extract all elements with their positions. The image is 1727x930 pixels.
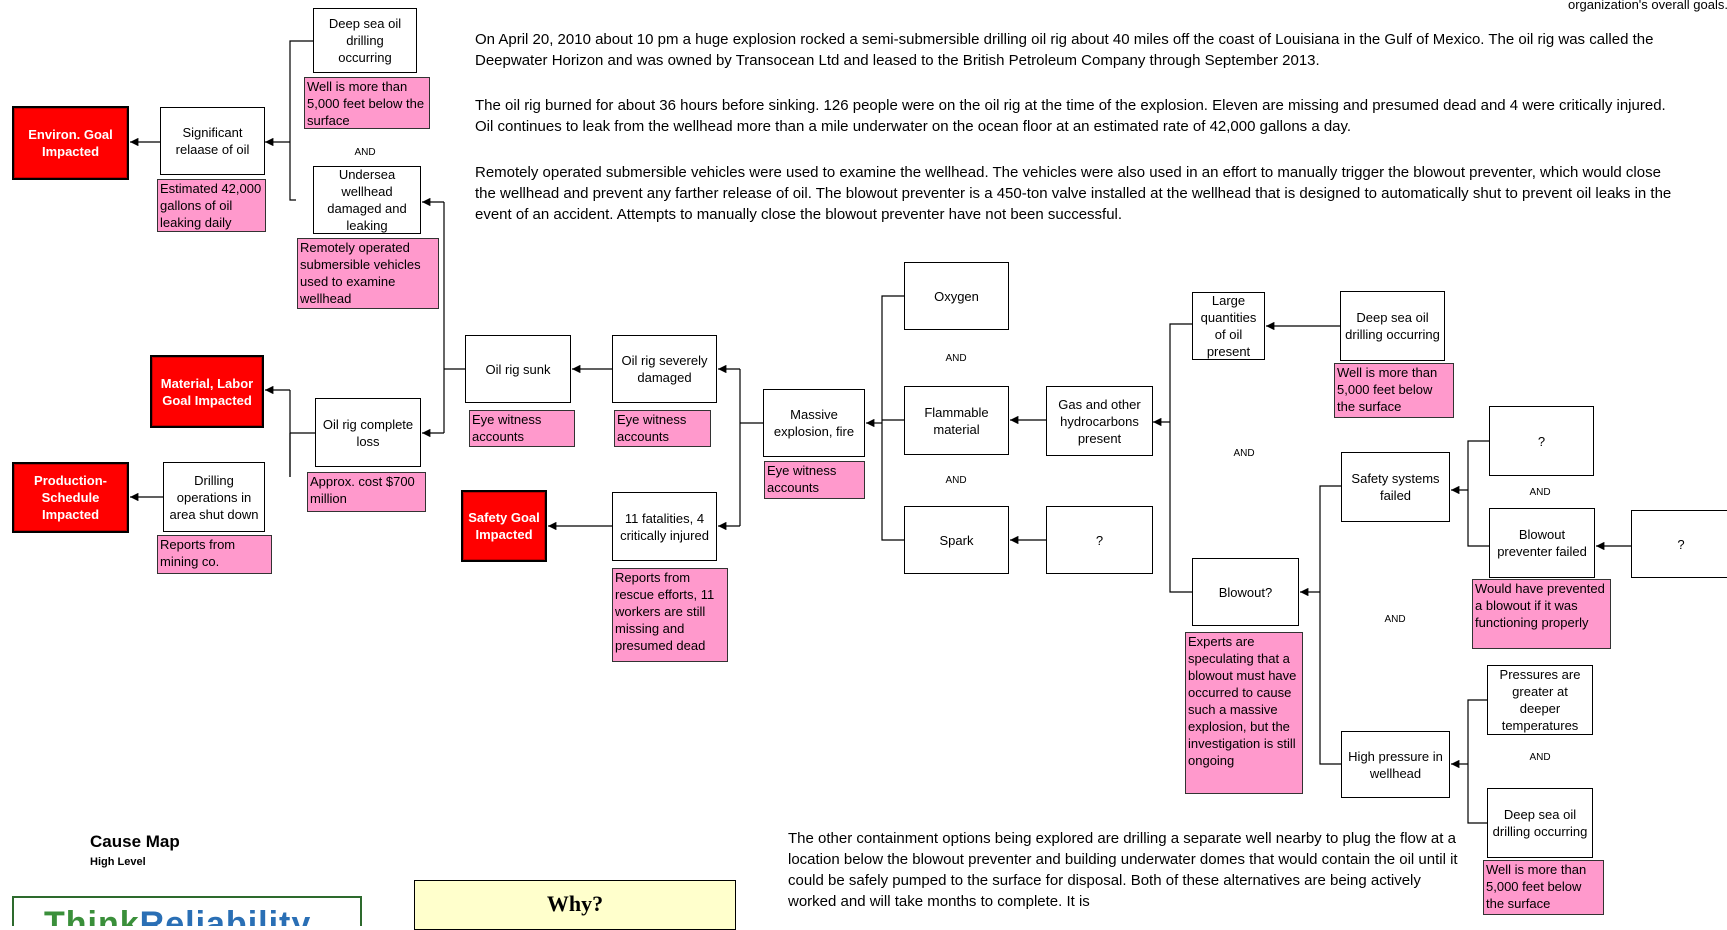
paragraph-4: The other containment options being expl… xyxy=(788,830,1458,910)
evidence-mining-reports: Reports from mining co. xyxy=(157,535,272,574)
cause-map-title: Cause Map xyxy=(90,832,180,851)
goal-production-schedule: Production-Schedule Impacted xyxy=(12,462,129,533)
box-fatalities: 11 fatalities, 4 critically injured xyxy=(612,492,717,561)
box-significant-release: Significant relaase of oil xyxy=(160,107,265,175)
cause-map-subtitle: High Level xyxy=(90,856,146,868)
box-oil-rig-sunk: Oil rig sunk xyxy=(465,335,571,403)
box-pressures-greater: Pressures are greater at deeper temperat… xyxy=(1487,665,1593,735)
evidence-rov-examined: Remotely operated submersible vehicles u… xyxy=(297,238,439,309)
evidence-eye-witness-explosion: Eye witness accounts xyxy=(764,461,865,499)
and-label: AND xyxy=(354,147,376,158)
box-large-quantities-oil: Large quantities of oil present xyxy=(1192,292,1265,360)
why-box: Why? xyxy=(414,880,736,930)
evidence-eye-witness-sunk: Eye witness accounts xyxy=(469,410,575,447)
box-safety-unknown: ? xyxy=(1489,406,1594,476)
box-deep-sea-drilling-top: Deep sea oil drilling occurring xyxy=(313,8,417,73)
box-blowout: Blowout? xyxy=(1192,558,1299,626)
paragraph-3: Remotely operated submersible vehicles w… xyxy=(475,164,1672,223)
box-massive-explosion: Massive explosion, fire xyxy=(763,389,865,457)
paragraph-1: On April 20, 2010 about 10 pm a huge exp… xyxy=(475,31,1654,69)
box-high-pressure-wellhead: High pressure in wellhead xyxy=(1341,731,1450,798)
box-gas-hydrocarbons: Gas and other hydrocarbons present xyxy=(1046,386,1153,456)
box-spark-unknown: ? xyxy=(1046,506,1153,574)
paragraph-2: The oil rig burned for about 36 hours be… xyxy=(475,97,1666,135)
box-undersea-wellhead: Undersea wellhead damaged and leaking xyxy=(313,166,421,234)
and-label: AND xyxy=(1529,487,1551,498)
header-note: organization's overall goals. xyxy=(1567,0,1727,12)
and-label: AND xyxy=(1529,752,1551,763)
evidence-experts-speculating: Experts are speculating that a blowout m… xyxy=(1185,632,1303,794)
goal-material-labor: Material, Labor Goal Impacted xyxy=(150,355,264,428)
and-label: AND xyxy=(945,353,967,364)
box-bop-unknown: ? xyxy=(1631,510,1727,578)
thinkreliability-logo: ThinkReliability xyxy=(12,896,362,926)
box-flammable-material: Flammable material xyxy=(904,386,1009,455)
and-label: AND xyxy=(1384,614,1406,625)
box-blowout-preventer-failed: Blowout preventer failed xyxy=(1489,508,1595,578)
box-oil-rig-damaged: Oil rig severely damaged xyxy=(612,335,717,403)
goal-safety: Safety Goal Impacted xyxy=(461,490,547,562)
goal-environ: Environ. Goal Impacted xyxy=(12,106,129,180)
evidence-gallons-leaking: Estimated 42,000 gallons of oil leaking … xyxy=(157,179,266,232)
box-deep-sea-drilling-bottom: Deep sea oil drilling occurring xyxy=(1487,788,1593,858)
box-spark: Spark xyxy=(904,506,1009,574)
box-drilling-shut-down: Drilling operations in area shut down xyxy=(163,462,265,532)
evidence-well-depth-mid: Well is more than 5,000 feet below the s… xyxy=(1334,363,1454,418)
evidence-eye-witness-damaged: Eye witness accounts xyxy=(614,410,711,447)
box-oil-rig-complete-loss: Oil rig complete loss xyxy=(315,398,421,467)
evidence-well-depth-top: Well is more than 5,000 feet below the s… xyxy=(304,77,430,129)
evidence-rescue-reports: Reports from rescue efforts, 11 workers … xyxy=(612,568,728,662)
evidence-well-depth-bottom: Well is more than 5,000 feet below the s… xyxy=(1483,860,1604,915)
box-oxygen: Oxygen xyxy=(904,262,1009,330)
box-deep-sea-drilling-mid: Deep sea oil drilling occurring xyxy=(1340,291,1445,361)
evidence-cost: Approx. cost $700 million xyxy=(307,472,426,512)
box-safety-systems-failed: Safety systems failed xyxy=(1341,452,1450,522)
and-label: AND xyxy=(1233,448,1255,459)
evidence-would-have-prevented: Would have prevented a blowout if it was… xyxy=(1472,579,1611,649)
and-label: AND xyxy=(945,475,967,486)
